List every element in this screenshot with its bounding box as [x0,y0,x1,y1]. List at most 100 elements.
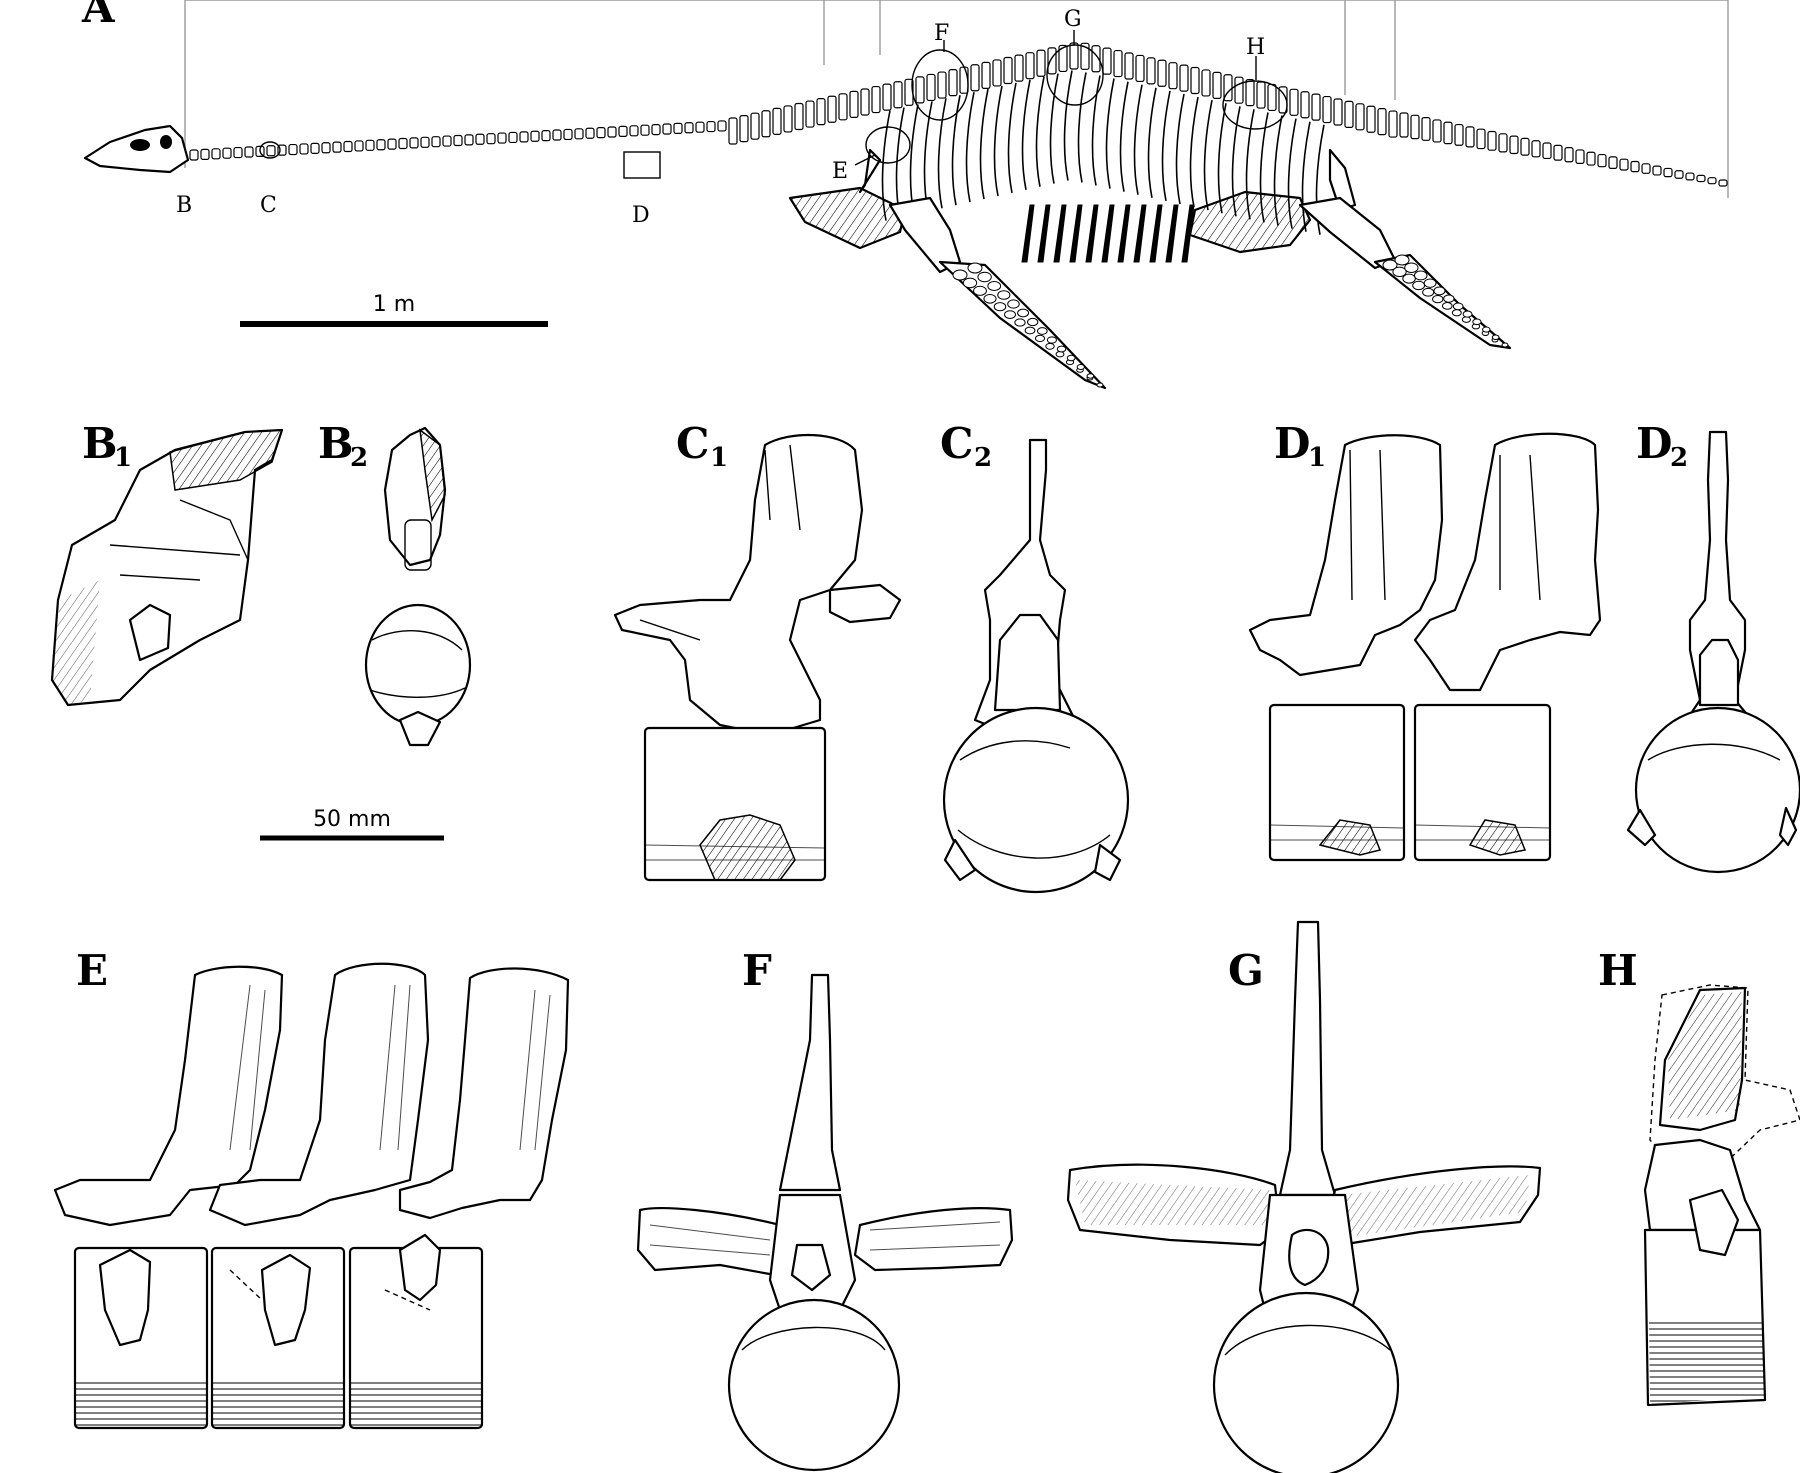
rib [1063,70,1073,181]
vertebra [1674,170,1684,179]
vertebra [541,130,551,142]
phalanx [1413,270,1428,281]
svg-text:B: B [82,419,118,468]
vertebra [1388,110,1398,138]
vertebra [827,95,837,123]
vertebra [1564,147,1574,163]
scale-bar-50mm: 50 mm [260,807,444,841]
vertebra [1245,79,1255,107]
vertebra [1344,100,1354,129]
svg-text:1: 1 [114,443,132,473]
vertebra [1190,66,1200,95]
vertebra [1212,71,1222,99]
vertebra [1355,103,1365,131]
panel-c1-drawing [613,433,902,882]
vertebra [1410,114,1420,140]
vertebra [1685,172,1695,181]
vertebra [1498,133,1508,153]
vertebra [860,88,870,116]
vertebra [486,133,496,145]
panel-d2-drawing [1626,430,1800,874]
rib [1021,79,1031,190]
vertebra [1421,117,1431,141]
rib [909,104,919,215]
panel-c2-drawing [942,438,1130,894]
vertebra [1542,142,1552,160]
rib [993,85,1003,197]
rib [1189,96,1199,208]
vertebra [1553,144,1563,161]
marker-label-d: D [632,203,650,228]
vertebra [838,93,848,121]
vertebra [1003,56,1013,85]
phalanx [1046,336,1057,344]
vertebra [387,138,397,150]
vertebra [1366,105,1376,133]
rib [1147,87,1157,198]
vertebra [464,134,474,146]
phalanx [1443,294,1455,303]
marker-label-c: C [260,193,277,218]
phalanx [1452,302,1464,311]
vertebra [1322,95,1332,124]
phalanx [1096,382,1104,388]
vertebra [211,148,221,160]
vertebra [1718,179,1728,187]
vertebra [1234,76,1244,104]
marker-circle-e [865,126,911,164]
phalanx [967,262,983,274]
vertebra [1289,88,1299,116]
phalanx [1491,334,1500,341]
vertebra [1179,64,1189,92]
rib [1091,75,1101,186]
marker-label-f: F [934,21,949,46]
vertebra [937,71,947,99]
vertebra [1432,119,1442,143]
svg-text:C: C [940,419,973,468]
phalanx [1034,334,1046,343]
vertebra [1696,174,1706,183]
vertebra [651,123,661,136]
vertebra [794,102,804,131]
svg-text:1: 1 [710,443,728,473]
vertebra [409,137,419,149]
marker-circle-h [1222,80,1288,130]
panel-label-a: A [81,0,116,32]
rib [1315,124,1325,235]
vertebra [1168,62,1178,90]
rib [979,88,989,200]
phalanx [1004,310,1016,319]
vertebra [343,140,353,153]
phalanx [1482,326,1491,333]
vertebra [189,149,199,161]
rib [1175,93,1185,205]
svg-text:2: 2 [974,443,992,473]
vertebra [1146,57,1156,85]
orbit [130,139,150,151]
phalanx [1394,254,1410,266]
rib [1077,72,1087,183]
vertebra [981,61,991,89]
marker-box-d [623,151,661,179]
vertebra [1333,98,1343,126]
phalanx [1412,280,1426,291]
marker-label-e: E [832,159,848,184]
vertebra [1619,158,1629,171]
vertebra [1124,52,1134,80]
vertebra [1135,54,1145,83]
region-frame [184,0,1729,198]
vertebra [332,141,342,153]
phalanx [1501,342,1509,348]
panel-label-b2: B 2 [318,419,368,473]
fore-flipper-phalanges [952,262,1104,388]
rib [1161,90,1171,202]
rib [1133,84,1143,195]
gastralium [1037,204,1051,263]
gastralium [1021,204,1035,263]
vertebra [959,66,969,94]
svg-text:D: D [1636,419,1672,468]
gastralium [1085,204,1099,263]
phalanx [1402,273,1416,284]
gastralium [1069,204,1083,263]
